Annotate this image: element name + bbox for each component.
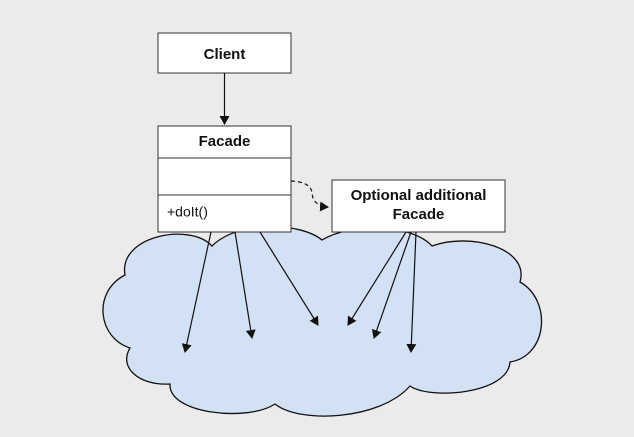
optional-facade-class[interactable]: Optional additional Facade [331,179,506,233]
facade-to-subsystem-arrow-3 [259,231,319,326]
facade-title: Facade [199,133,251,150]
client-title: Client [204,46,246,63]
optional-to-subsystem-arrow-3 [406,231,417,353]
facade-operation: +doIt() [167,204,208,220]
subsystem-cloud [102,225,543,417]
optional-facade-title-line1: Optional additional [351,187,487,204]
optional-facade-title-line2: Facade [393,206,445,223]
client-class[interactable]: Client [157,32,292,74]
optional-to-subsystem-arrow-1 [347,231,407,326]
facade-to-subsystem-arrow-2 [234,231,256,339]
facade-class[interactable]: Facade +doIt() [157,125,292,233]
facade-to-subsystem-arrow-1 [181,231,212,353]
facade-to-optional-dashed-arrow [290,180,329,212]
optional-to-subsystem-arrow-2 [371,231,412,339]
